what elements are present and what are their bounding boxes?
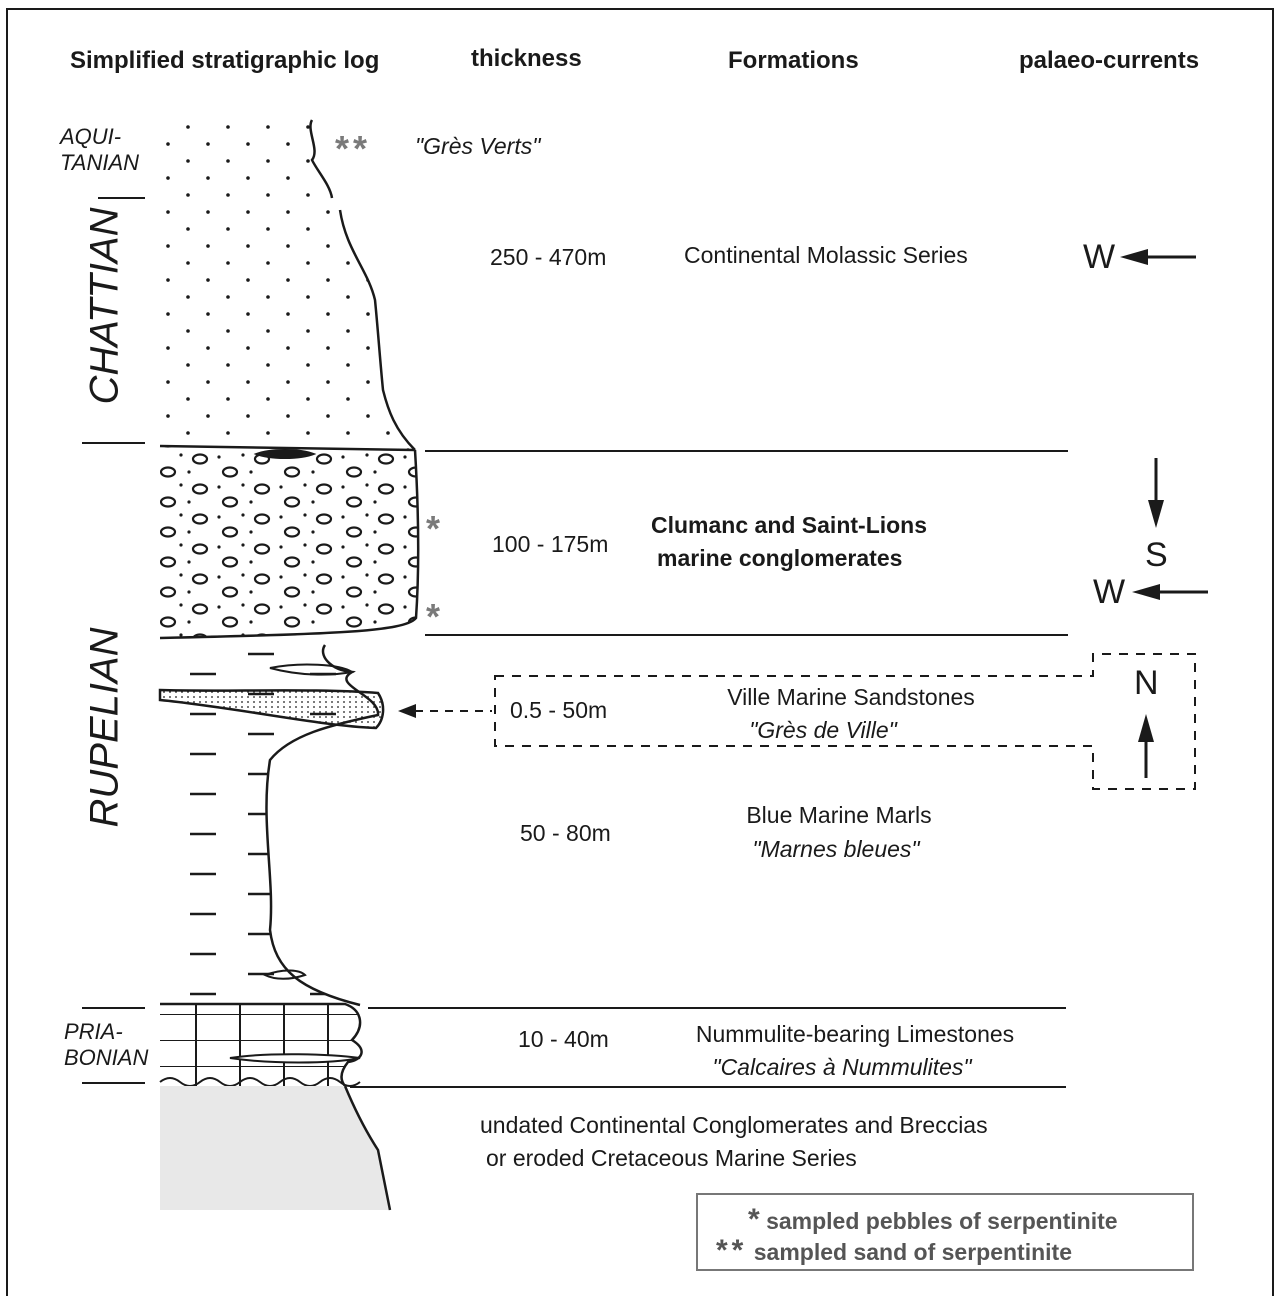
limestones-thickness: 10 - 40m xyxy=(518,1026,609,1052)
basement-line-1: undated Continental Conglomerates and Br… xyxy=(480,1112,988,1138)
conglomerates-formation-line-2: marine conglomerates xyxy=(657,545,903,571)
header-formations: Formations xyxy=(728,47,859,74)
limestones-local-name: "Calcaires à Nummulites" xyxy=(712,1054,972,1080)
stage-aquitanian-line-2: TANIAN xyxy=(60,150,140,175)
legend-double-asterisk-icon: ** xyxy=(716,1234,748,1267)
legend-row-sand: ** sampled sand of serpentinite xyxy=(716,1234,1072,1268)
limestones-formation: Nummulite-bearing Limestones xyxy=(695,1021,1015,1047)
header-stratigraphic-log: Simplified stratigraphic log xyxy=(70,47,380,74)
conglomerates-thickness: 100 - 175m xyxy=(492,531,609,557)
stage-priabonian: PRIA- BONIAN xyxy=(64,1019,148,1071)
ville-thickness: 0.5 - 50m xyxy=(510,697,608,723)
molassic-formation: Continental Molassic Series xyxy=(684,242,968,268)
stage-priabonian-line-2: BONIAN xyxy=(64,1045,149,1070)
current-ville-direction: N xyxy=(1134,664,1159,702)
asterisk-marker-lower: * xyxy=(426,596,441,637)
asterisk-marker-upper: * xyxy=(426,508,441,549)
gres-verts-label: "Grès Verts" xyxy=(415,133,541,159)
stage-priabonian-line-1: PRIA- xyxy=(64,1019,123,1044)
ville-local-name: "Grès de Ville" xyxy=(749,717,897,743)
ville-formation: Ville Marine Sandstones xyxy=(727,684,975,710)
legend-sand-label: sampled sand of serpentinite xyxy=(753,1239,1072,1265)
legend-row-pebbles: * sampled pebbles of serpentinite xyxy=(748,1203,1118,1237)
conglomerates-formation-line-1: Clumanc and Saint-Lions xyxy=(651,512,928,538)
stage-chattian: CHATTIAN xyxy=(82,207,127,405)
marls-formation: Blue Marine Marls xyxy=(746,802,932,828)
header-palaeo-currents: palaeo-currents xyxy=(1019,47,1200,74)
basement-line-2: or eroded Cretaceous Marine Series xyxy=(486,1145,857,1171)
marls-local-name: "Marnes bleues" xyxy=(752,836,920,862)
stage-aquitanian-line-1: AQUI- xyxy=(60,124,122,149)
legend-pebbles-label: sampled pebbles of serpentinite xyxy=(766,1208,1118,1234)
current-molassic-direction: W xyxy=(1083,238,1116,276)
double-asterisk-marker: ** xyxy=(335,128,372,169)
stage-rupelian: RUPELIAN xyxy=(82,627,127,828)
legend: * sampled pebbles of serpentinite ** sam… xyxy=(696,1193,1194,1271)
molassic-thickness: 250 - 470m xyxy=(490,244,607,270)
current-conglomerates-direction-2: W xyxy=(1093,573,1126,611)
marls-thickness: 50 - 80m xyxy=(520,820,611,846)
current-conglomerates-direction-1: S xyxy=(1145,536,1168,574)
figure-border xyxy=(6,8,1274,1296)
header-thickness: thickness xyxy=(471,45,582,72)
legend-single-asterisk-icon: * xyxy=(748,1203,760,1236)
stage-aquitanian: AQUI- TANIAN xyxy=(60,124,139,176)
